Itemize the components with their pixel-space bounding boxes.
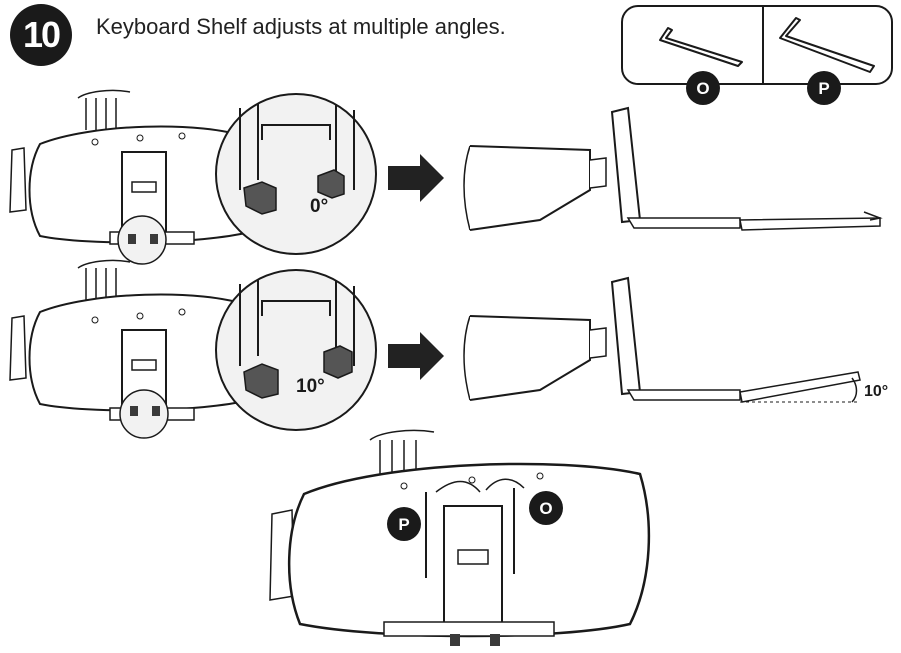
side-angle-label: 10° (864, 383, 888, 400)
shelf-side-view (463, 106, 883, 231)
zoom-source-circle (117, 215, 167, 265)
tool-p-badge (807, 71, 841, 105)
angle-label-zoom: 0° (310, 196, 328, 217)
callout-p-badge (387, 507, 421, 541)
mount-plate-view (9, 259, 251, 439)
tool-p-label: P (818, 79, 829, 98)
callout-o-badge (529, 491, 563, 525)
angle-arc-icon (851, 377, 858, 403)
zoom-source-circle (119, 389, 169, 439)
bracket-detail-zoom: 10° (215, 269, 377, 431)
bottom-plate-view: P O (269, 429, 651, 646)
tools-box: O P (621, 5, 893, 105)
row-10-degree: 10° 10° (9, 259, 888, 439)
mount-plate-view (9, 89, 251, 265)
bracket-detail-zoom: 0° (215, 93, 377, 255)
tool-o-badge (686, 71, 720, 105)
tool-o-label: O (696, 79, 709, 98)
shelf-side-view (463, 276, 861, 403)
arrow-right-icon (388, 332, 444, 380)
angle-label-zoom: 10° (296, 376, 325, 397)
allen-key-icon (779, 17, 875, 73)
arrow-right-icon (388, 154, 444, 202)
step-instruction: Keyboard Shelf adjusts at multiple angle… (96, 14, 506, 39)
step-number: 10 (22, 14, 61, 55)
step-number-badge: 10 (10, 4, 72, 66)
callout-p-label: P (398, 515, 409, 534)
callout-o-label: O (539, 499, 552, 518)
allen-key-icon (659, 27, 743, 67)
row-0-degree: 0° (9, 89, 883, 265)
